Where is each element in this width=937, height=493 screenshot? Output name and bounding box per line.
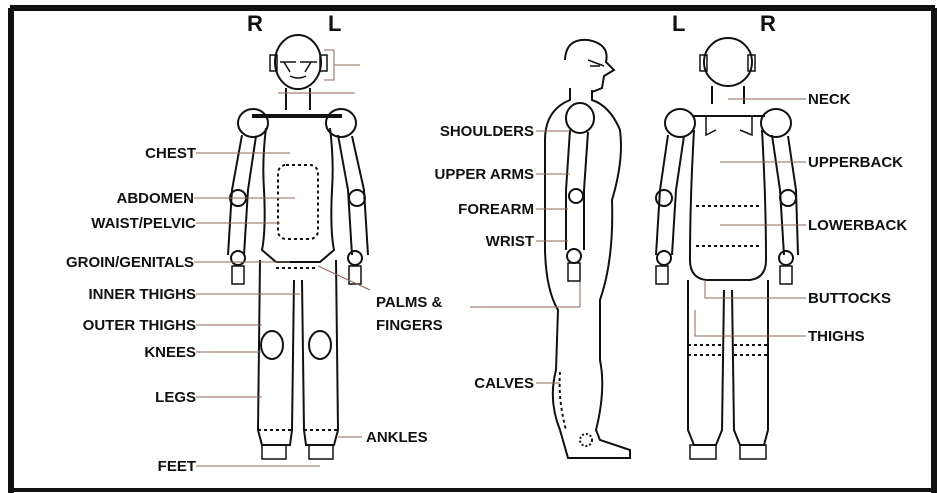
label-upperback: UPPERBACK [808,154,903,171]
label-upper-arms: UPPER ARMS [435,166,534,183]
label-palms-fingers-line1: PALMS & [376,294,442,311]
label-ankles: ANKLES [366,429,428,446]
label-inner-thighs: INNER THIGHS [88,286,196,303]
label-outer-thighs: OUTER THIGHS [83,317,196,334]
back-right-marker: R [760,12,776,36]
label-forearm: FOREARM [458,201,534,218]
label-palms-fingers-line2: FINGERS [376,317,443,334]
label-knees: KNEES [144,344,196,361]
label-calves: CALVES [474,375,534,392]
label-waist-pelvic: WAIST/PELVIC [91,215,196,232]
label-legs: LEGS [155,389,196,406]
label-abdomen: ABDOMEN [117,190,195,207]
label-wrist: WRIST [486,233,534,250]
label-neck: NECK [808,91,851,108]
front-left-marker: L [328,12,341,36]
label-groin-genitals: GROIN/GENITALS [66,254,194,271]
label-chest: CHEST [145,145,196,162]
label-feet: FEET [158,458,196,475]
back-left-marker: L [672,12,685,36]
back-figure [656,38,798,459]
label-lowerback: LOWERBACK [808,217,907,234]
side-figure [545,40,630,458]
label-shoulders: SHOULDERS [440,123,534,140]
label-thighs: THIGHS [808,328,865,345]
front-right-marker: R [247,12,263,36]
label-buttocks: BUTTOCKS [808,290,891,307]
front-figure [228,35,368,459]
leader-lines [194,50,806,466]
